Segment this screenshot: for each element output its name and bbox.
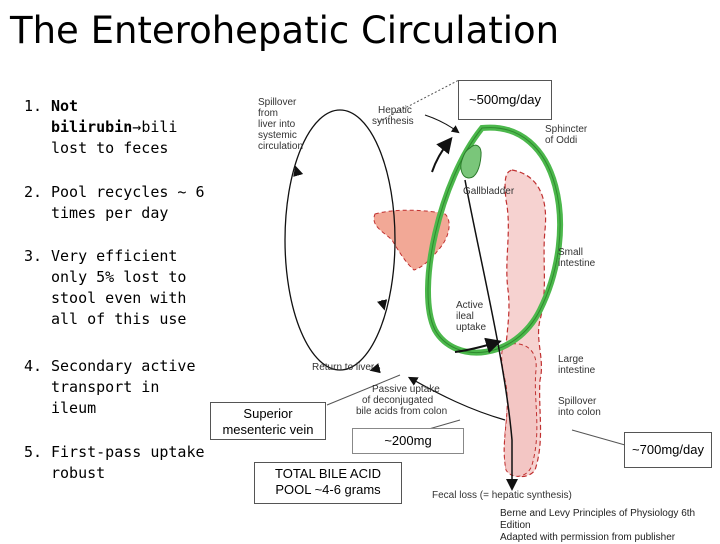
- point-number: 5.: [24, 443, 43, 461]
- systemic-loop: [284, 109, 396, 371]
- superior-mesenteric-vein-box: Superior mesenteric vein: [210, 402, 326, 440]
- label-fecal-loss: Fecal loss (= hepatic synthesis): [432, 490, 572, 501]
- point-number: 1.: [24, 97, 43, 115]
- page-title: The Enterohepatic Circulation: [10, 9, 560, 52]
- point-text: First-pass uptake robust: [51, 443, 205, 482]
- caption-line-2: Adapted with permission from publisher: [500, 532, 676, 543]
- arrow-right-icon: →: [132, 118, 142, 136]
- point-text: bili lost to feces: [51, 118, 178, 157]
- caption-line-1: Berne and Levy Principles of Physiology …: [500, 508, 696, 531]
- label-gallbladder: Gallbladder: [463, 186, 515, 197]
- point-bold-text: Not bilirubin: [51, 97, 133, 136]
- point-text: Very efficient only 5% lost to stool eve…: [51, 247, 187, 328]
- point-text: Pool recycles ~ 6 times per day: [51, 183, 205, 222]
- colon-amount-box: ~700mg/day: [624, 432, 712, 468]
- point-number: 2.: [24, 183, 43, 201]
- gallbladder-shape: [460, 144, 482, 179]
- point-number: 4.: [24, 357, 43, 375]
- synthesis-amount-box: ~500mg/day: [458, 80, 552, 120]
- point-text: Secondary active transport in ileum: [51, 357, 196, 417]
- passive-amount-box: ~200mg: [352, 428, 464, 454]
- point-number: 3.: [24, 247, 43, 265]
- total-pool-box: TOTAL BILE ACID POOL ~4-6 grams: [254, 462, 402, 504]
- label-return-liver: Return to liver: [312, 362, 375, 373]
- source-caption: Berne and Levy Principles of Physiology …: [500, 508, 715, 544]
